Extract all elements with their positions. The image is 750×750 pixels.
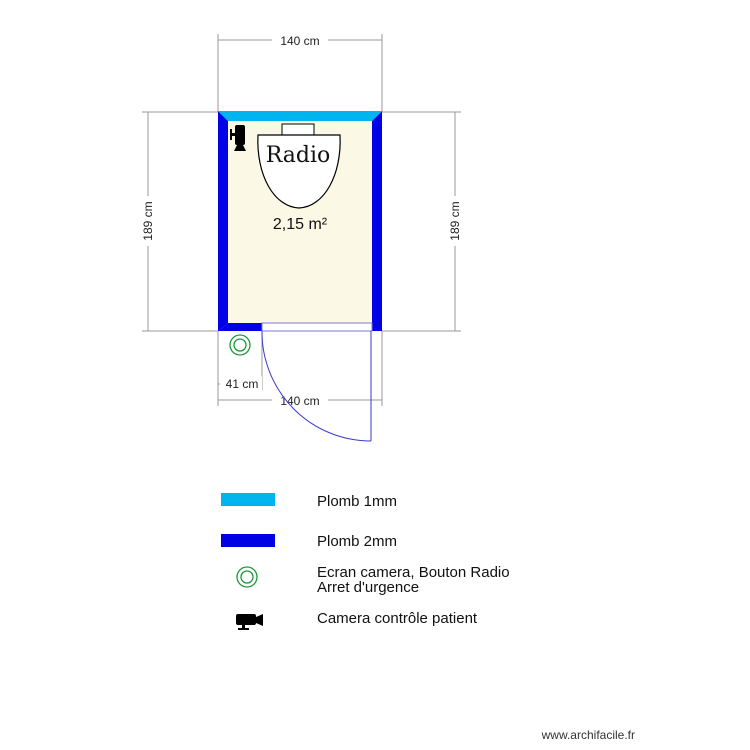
radio-equipment-label: Radio (266, 143, 331, 168)
emergency-button-legend-icon (236, 566, 258, 588)
door-threshold (261, 322, 373, 332)
watermark: www.archifacile.fr (541, 728, 635, 742)
left-dimension-label: 189 cm (141, 201, 155, 240)
legend-label-lead-2mm: Plomb 2mm (317, 533, 397, 550)
top-wall-lead-1mm[interactable] (218, 111, 382, 121)
legend-item-camera: Camera contrôle patient (236, 610, 478, 630)
camera-icon[interactable] (230, 125, 246, 151)
top-dimension-label: 140 cm (280, 34, 319, 48)
bottom-wall-lead-2mm-left[interactable] (218, 323, 262, 331)
bottom-wall-lead-2mm-right[interactable] (372, 323, 382, 331)
emergency-button-icon[interactable] (229, 334, 251, 356)
door-offset-label: 41 cm (226, 377, 259, 391)
legend-item-lead-1mm: Plomb 1mm (221, 493, 397, 510)
radio-equipment-base (281, 123, 315, 136)
camera-legend-icon (236, 614, 263, 630)
legend: Plomb 1mm Plomb 2mm Ecran camera, Bouton… (221, 493, 510, 630)
lead-2mm-swatch (221, 534, 275, 547)
door-swing-arc (261, 330, 372, 442)
dimension-labels: 140 cm 189 cm 189 cm 140 cm 41 cm (140, 32, 463, 408)
room: Radio 2,15 m² (218, 111, 382, 442)
legend-label-lead-1mm: Plomb 1mm (317, 493, 397, 510)
lead-1mm-swatch (221, 493, 275, 506)
legend-label-emergency-line2: Arret d'urgence (317, 579, 419, 596)
legend-label-emergency-line1: Ecran camera, Bouton Radio (317, 564, 510, 581)
legend-item-lead-2mm: Plomb 2mm (221, 533, 397, 550)
legend-label-camera: Camera contrôle patient (317, 610, 478, 627)
radio-equipment[interactable] (257, 134, 341, 209)
right-dimension-label: 189 cm (448, 201, 462, 240)
right-wall-lead-2mm[interactable] (372, 111, 382, 331)
room-area-label: 2,15 m² (273, 216, 328, 233)
left-wall-lead-2mm[interactable] (218, 111, 228, 331)
legend-item-emergency-button: Ecran camera, Bouton Radio Arret d'urgen… (236, 564, 510, 596)
